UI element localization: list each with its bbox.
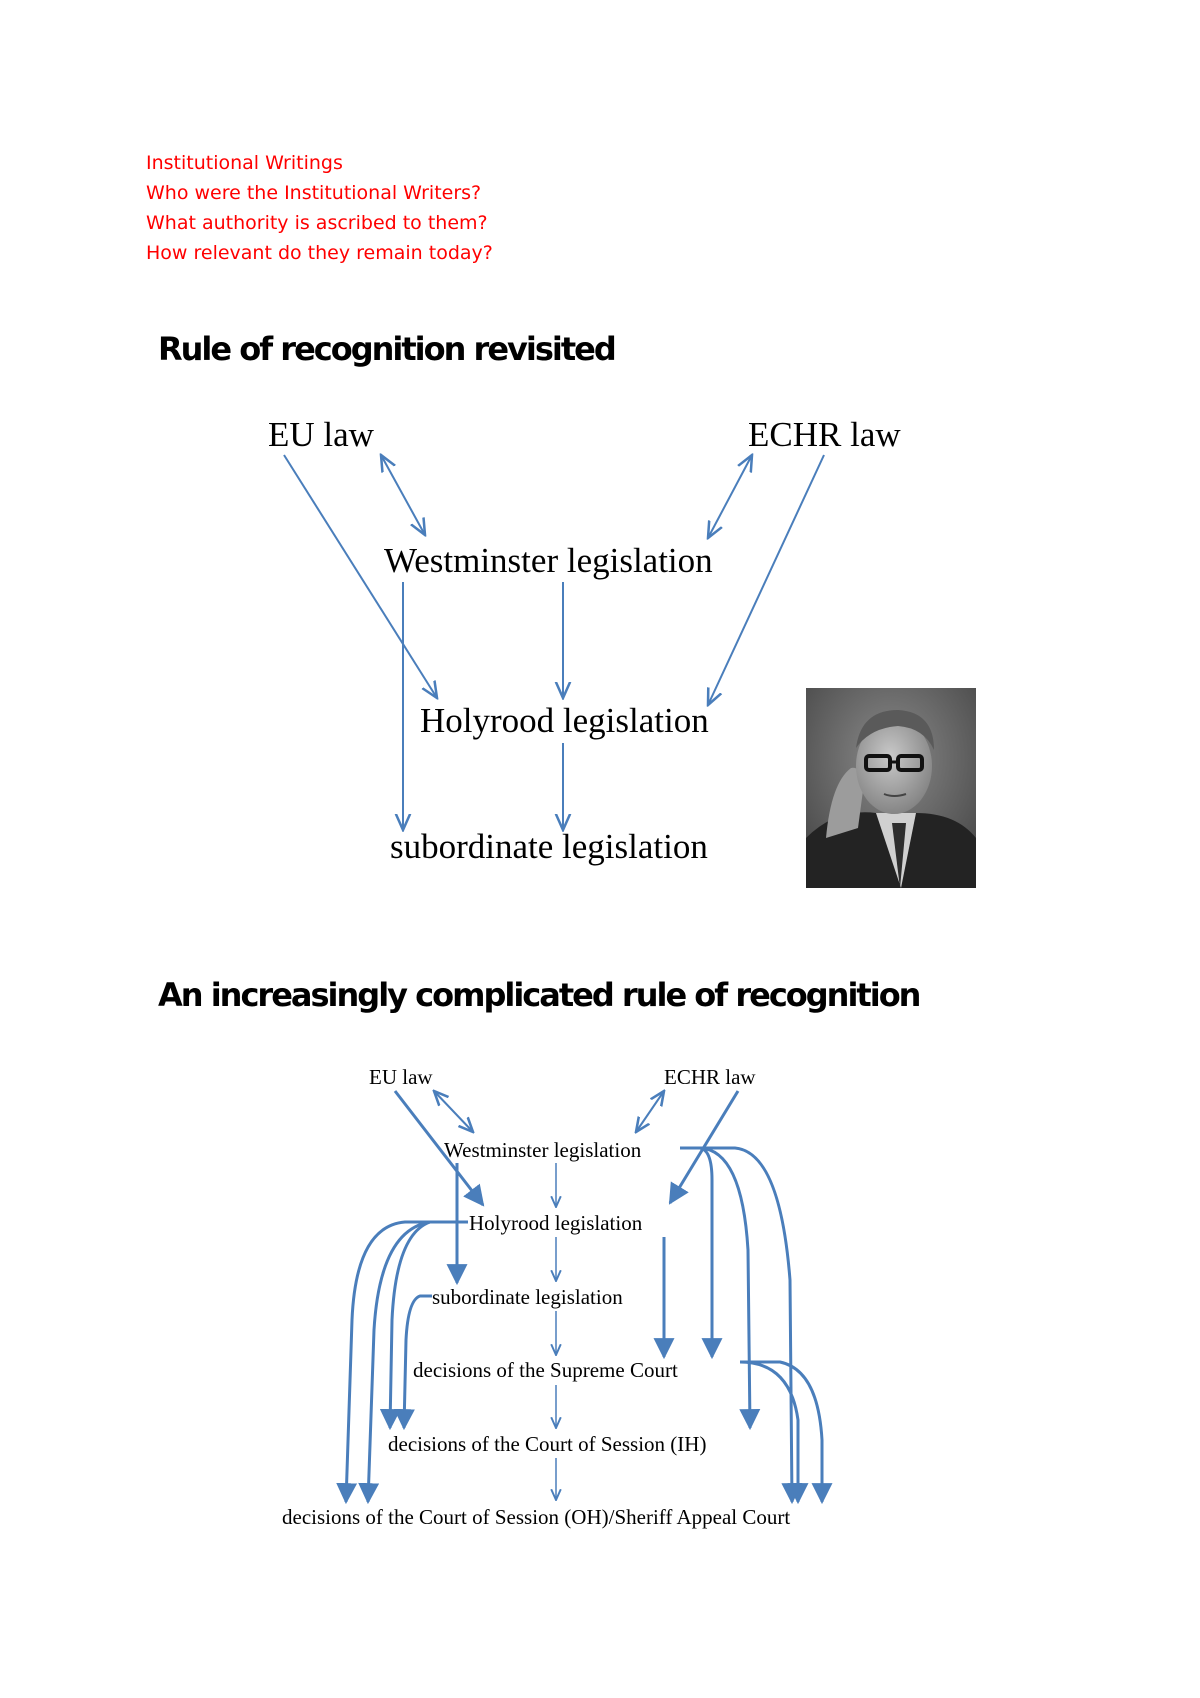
curve-westminster-to-oh (700, 1146, 803, 1505)
arrow-eu-to-holyrood (393, 1090, 485, 1207)
section2-heading: An increasingly complicated rule of reco… (158, 976, 921, 1014)
note-line: What authority is ascribed to them? (146, 212, 488, 234)
note-line: Institutional Writings (146, 152, 343, 174)
arrow-eu-to-holyrood (283, 454, 437, 698)
d1-node-eu-law: EU law (268, 415, 374, 454)
arrow-echr-westminster (708, 455, 752, 538)
d1-node-westminster: Westminster legislation (384, 541, 713, 580)
arrow-echr-westminster (636, 1091, 664, 1132)
d1-node-echr-law: ECHR law (748, 415, 901, 454)
d2-node-echr-law: ECHR law (664, 1065, 756, 1089)
d1-node-holyrood: Holyrood legislation (420, 701, 709, 740)
d2-node-court-session-oh: decisions of the Court of Session (OH)/S… (282, 1505, 791, 1529)
d1-node-subordinate: subordinate legislation (390, 827, 708, 866)
arrow-echr-to-holyrood (708, 454, 825, 705)
arrow-eu-westminster (381, 455, 425, 535)
arrow-eu-westminster (434, 1091, 473, 1132)
curve-westminster-to-ih (699, 1146, 761, 1431)
curve-holyrood-to-oh (336, 1220, 468, 1505)
curve-holyrood-to-ih (379, 1220, 431, 1431)
section1-heading: Rule of recognition revisited (158, 330, 617, 368)
note-line: How relevant do they remain today? (146, 242, 493, 264)
d2-node-supreme-court: decisions of the Supreme Court (413, 1358, 678, 1382)
d2-node-westminster: Westminster legislation (444, 1138, 642, 1162)
curve-subordinate-to-ih (393, 1294, 432, 1431)
curve-supreme-to-oh-b (740, 1360, 833, 1505)
d2-node-eu-law: EU law (369, 1065, 433, 1089)
notes-block: Institutional Writings Who were the Inst… (146, 148, 493, 268)
portrait-photo (806, 688, 976, 888)
d2-node-subordinate: subordinate legislation (432, 1285, 623, 1309)
note-line: Who were the Institutional Writers? (146, 182, 482, 204)
d2-node-court-session-ih: decisions of the Court of Session (IH) (388, 1432, 707, 1456)
d2-node-holyrood: Holyrood legislation (469, 1211, 643, 1235)
